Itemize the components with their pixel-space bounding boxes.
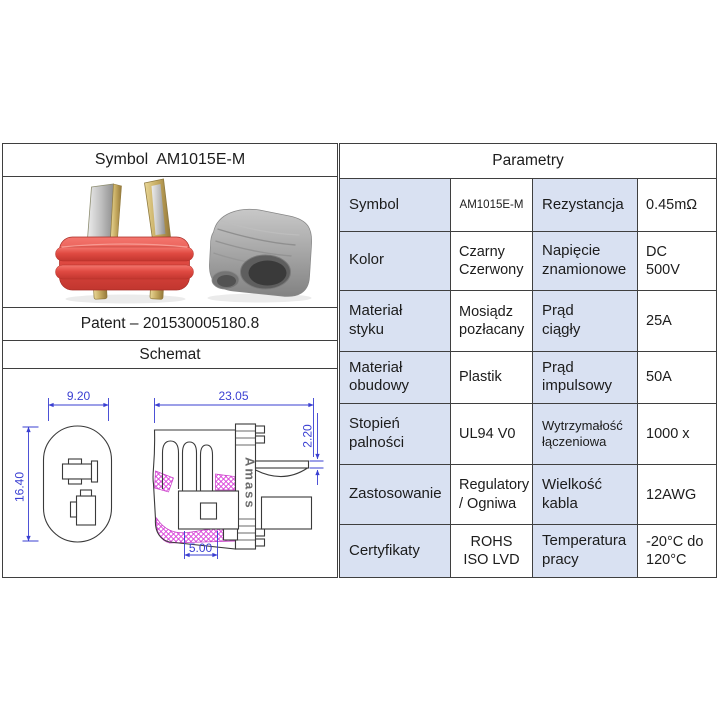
dim-side-length: 23.05 (218, 389, 248, 403)
param-label: Napięcie znamionowe (532, 231, 638, 291)
param-label: Kolor (339, 231, 451, 291)
side-dimension-lines (154, 398, 324, 559)
param-label: Stopień palności (339, 403, 451, 466)
table-row: Stopień palności UL94 V0 Wytrzymałość łą… (339, 403, 717, 466)
schematic-drawing: 9.20 16.40 (3, 369, 337, 574)
parameters-table: Parametry Symbol AM1015E-M Rezystancja 0… (339, 143, 717, 579)
product-panel: Symbol AM1015E-M (2, 143, 338, 578)
dim-front-width: 9.20 (67, 389, 91, 403)
param-label: Symbol (339, 177, 451, 233)
dim-front-height: 16.40 (13, 472, 27, 502)
front-view (42, 425, 113, 543)
param-value: -20°C do 120°C (637, 523, 717, 579)
param-label: Wytrzymałość łączeniowa (532, 403, 638, 466)
param-label: Zastosowanie (339, 464, 451, 525)
param-label: Wielkość kabla (532, 464, 638, 525)
dim-pin-width: 5.00 (189, 541, 213, 555)
param-value: Plastik (450, 350, 533, 405)
table-row: Materiał obudowy Plastik Prąd impulsowy … (339, 350, 717, 405)
schemat-header: Schemat (3, 341, 337, 369)
schematic-svg: 9.20 16.40 (13, 389, 324, 559)
param-value: Mosiądz pozłacany (450, 289, 533, 352)
param-label: Temperatura pracy (532, 523, 638, 579)
table-row: Zastosowanie Regulatory / Ogniwa Wielkoś… (339, 464, 717, 525)
left-blade (87, 183, 114, 240)
red-body (59, 236, 190, 291)
connector-photo-illustration (55, 178, 312, 304)
param-value: 12AWG (637, 464, 717, 525)
front-dimension-lines (22, 398, 109, 542)
param-value: UL94 V0 (450, 403, 533, 466)
param-label: Materiał obudowy (339, 350, 451, 405)
dim-blade-thickness: 2.20 (301, 424, 315, 448)
table-row: Certyfikaty ROHS ISO LVD Temperatura pra… (339, 523, 717, 579)
side-view (152, 423, 313, 550)
table-row: Symbol AM1015E-M Rezystancja 0.45mΩ (339, 177, 717, 233)
param-value: 1000 x (637, 403, 717, 466)
param-label: Certyfikaty (339, 523, 451, 579)
param-label: Prąd impulsowy (532, 350, 638, 405)
brand-text: Amass (243, 457, 258, 510)
table-row: Kolor Czarny Czerwony Napięcie znamionow… (339, 231, 717, 291)
param-label: Prąd ciągły (532, 289, 638, 352)
table-row: Materiał styku Mosiądz pozłacany Prąd ci… (339, 289, 717, 352)
gray-cap (209, 208, 312, 297)
param-value: Regulatory / Ogniwa (450, 464, 533, 525)
param-value: 0.45mΩ (637, 177, 717, 233)
connector-shadow (65, 294, 186, 304)
param-value: AM1015E-M (450, 177, 533, 233)
product-photo (3, 177, 337, 308)
param-value: ROHS ISO LVD (450, 523, 533, 579)
symbol-header: Symbol AM1015E-M (3, 144, 337, 177)
param-label: Materiał styku (339, 289, 451, 352)
red-t-plug (55, 178, 194, 300)
param-value: 25A (637, 289, 717, 352)
param-label: Rezystancja (532, 177, 638, 233)
param-value: 50A (637, 350, 717, 405)
param-value: DC 500V (637, 231, 717, 291)
table-title: Parametry (339, 143, 717, 179)
patent-number: Patent – 201530005180.8 (3, 308, 337, 341)
parameters-panel: Parametry Symbol AM1015E-M Rezystancja 0… (339, 143, 717, 579)
table-header-row: Parametry (339, 143, 717, 179)
param-value: Czarny Czerwony (450, 231, 533, 291)
